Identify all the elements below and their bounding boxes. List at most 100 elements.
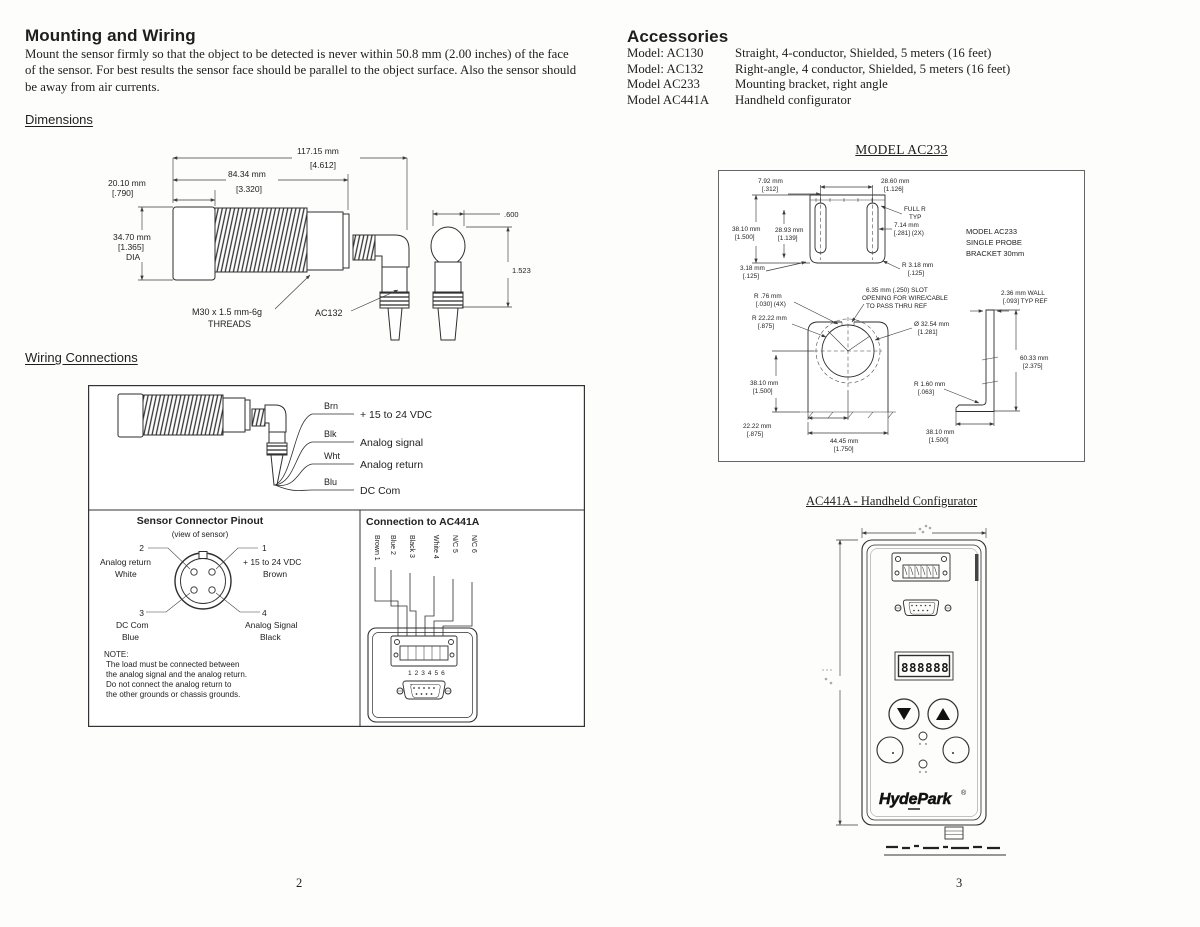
ac233-note-1: MODEL AC233 [966, 227, 1017, 236]
wire-label-nc5: N/C 5 [451, 535, 458, 553]
accessory-model: Model AC233 [627, 77, 700, 92]
accessory-row: Model: AC132 Right-angle, 4 conductor, S… [627, 62, 1187, 78]
pin-1-color: Brown [263, 569, 287, 579]
wiring-sensor-drawing [117, 393, 288, 486]
dim-body-len: 84.34 mm [228, 169, 266, 179]
ac441a-device-body [861, 539, 987, 840]
label-full-r-1: FULL R [904, 206, 926, 213]
accessory-desc: Mounting bracket, right angle [735, 77, 888, 92]
label-tab-w: 7.92 mm [758, 178, 783, 185]
down-button [888, 698, 920, 730]
label-height-in: [1.500] [735, 234, 755, 241]
ac233-bottom-dims [772, 301, 913, 435]
label-bore-dia-in: [1.281] [918, 329, 938, 336]
pin-2-color: White [115, 569, 137, 579]
label-side-h: 60.33 mm [1020, 355, 1048, 362]
faded-dimension-text [822, 524, 932, 685]
wire-abbr-blu: Blu [324, 477, 337, 487]
label-bore-dia: Ø 32.54 mm [914, 321, 949, 328]
label-tab-w-in: [.312] [762, 186, 778, 193]
sensor-drawing [172, 206, 466, 341]
device-buttons [876, 698, 970, 773]
side-slot [975, 554, 979, 581]
wire-abbr-blk: Blk [324, 429, 337, 439]
label-base-w-in: [1.750] [834, 446, 854, 453]
label-notch-r: R .76 mm [754, 293, 782, 300]
db9-connector [396, 680, 452, 700]
dim-dia-in: [1.365] [118, 242, 144, 252]
pinout-title: Sensor Connector Pinout [137, 515, 264, 527]
display-digits: 888888 [901, 660, 949, 675]
box-dividers [89, 509, 584, 726]
wiring-heading: Wiring Connections [25, 350, 138, 365]
pinout-section: Sensor Connector Pinout (view of sensor)… [100, 515, 301, 699]
up-arrow-icon [936, 708, 950, 720]
note-line-2: the analog signal and the analog return. [106, 670, 247, 679]
label-slot-sp: 28.60 mm [881, 178, 909, 185]
wire-abbr-wht: Wht [324, 451, 341, 461]
ac441a-dims [836, 528, 987, 826]
ac233-note-2: SINGLE PROBE [966, 238, 1022, 247]
label-slot-sp-in: [1.126] [884, 186, 904, 193]
note-line-1: The load must be connected between [106, 660, 239, 669]
dim-face-len: 20.10 mm [108, 178, 146, 188]
pin-1-label: + 15 to 24 VDC [243, 557, 301, 567]
thread-label-2: THREADS [208, 319, 251, 329]
sensor-dimensions-diagram: 117.15 mm [4.612] 84.34 mm [3.320] 20.10… [108, 146, 531, 341]
right-button [942, 736, 970, 764]
mounting-paragraph: Mount the sensor firmly so that the obje… [25, 47, 577, 94]
label-foot-r: R 1.60 mm [914, 381, 945, 388]
ac441a-device-diagram: 888888 HydePark ® [822, 524, 1006, 856]
page-number-right: 3 [956, 876, 963, 890]
label-bore-r-in: [.875] [758, 323, 774, 330]
label-foot-len-in: [1.500] [929, 437, 949, 444]
pin-2-label: Analog return [100, 557, 151, 567]
pin-4-num: 4 [262, 608, 267, 618]
bottom-tab [944, 826, 964, 840]
ac441a-connection-section: Connection to AC441A Brown 1 Blue 2 Blac… [366, 516, 480, 723]
led-indicator-2 [918, 759, 928, 769]
dimension-lines [138, 156, 512, 312]
accessory-desc: Handheld configurator [735, 92, 852, 107]
wire-label-nc6: N/C 6 [470, 535, 477, 553]
dim-conn-w: .600 [504, 210, 519, 219]
label-slot-w: 7.14 mm [894, 222, 919, 229]
label-center-h-in: [1.500] [753, 388, 773, 395]
terminal-connector [891, 552, 951, 582]
ac233-front-dims [752, 185, 903, 272]
accessory-row: Model: AC130 Straight, 4-conductor, Shie… [627, 46, 1187, 62]
logo-text: HydePark [879, 791, 953, 808]
accessory-desc: Right-angle, 4 conductor, Shielded, 5 me… [735, 61, 1011, 76]
ac233-note-3: BRACKET 30mm [966, 249, 1024, 258]
label-notch-r-in: [.030] (4X) [756, 301, 786, 308]
pin-3-num: 3 [139, 608, 144, 618]
up-button [927, 698, 959, 730]
label-slot-w-in: [.281] (2X) [894, 230, 924, 237]
wire-label-brown: Brown 1 [373, 535, 380, 561]
label-slot-len: 28.93 mm [775, 227, 803, 234]
db9-port [894, 599, 952, 616]
label-slot-note-3: TO PASS THRU REF [866, 303, 927, 310]
page-number-left: 2 [296, 876, 303, 890]
label-base-w: 44.45 mm [830, 438, 858, 445]
label-full-r-2: TYP [909, 214, 921, 221]
dim-dia-suffix: DIA [126, 252, 141, 262]
label-slot-note-1: 6.35 mm (.250) SLOT [866, 287, 928, 294]
label-center-off: 22.22 mm [743, 423, 771, 430]
ac233-side-view [955, 309, 999, 412]
down-arrow-icon [897, 708, 911, 720]
accessories-heading: Accessories [627, 27, 729, 46]
accessory-desc: Straight, 4-conductor, Shielded, 5 meter… [735, 46, 992, 60]
label-wall: 2.36 mm WALL [1001, 290, 1045, 297]
dim-body-len-in: [3.320] [236, 184, 262, 194]
dim-conn-h: 1.523 [512, 266, 531, 275]
segment-display: 888888 [894, 651, 954, 681]
ac233-box-border [718, 170, 1085, 462]
pinout-subtitle: (view of sensor) [172, 530, 229, 539]
wire-label-blue: Blue 2 [389, 535, 396, 555]
terminal-numbers: 123456 [408, 670, 448, 677]
note-line-3: Do not connect the analog return to [106, 680, 232, 689]
accessory-model: Model: AC132 [627, 61, 704, 76]
label-foot-r-in: [.063] [918, 389, 934, 396]
label-slot-len-in: [1.139] [778, 235, 798, 242]
